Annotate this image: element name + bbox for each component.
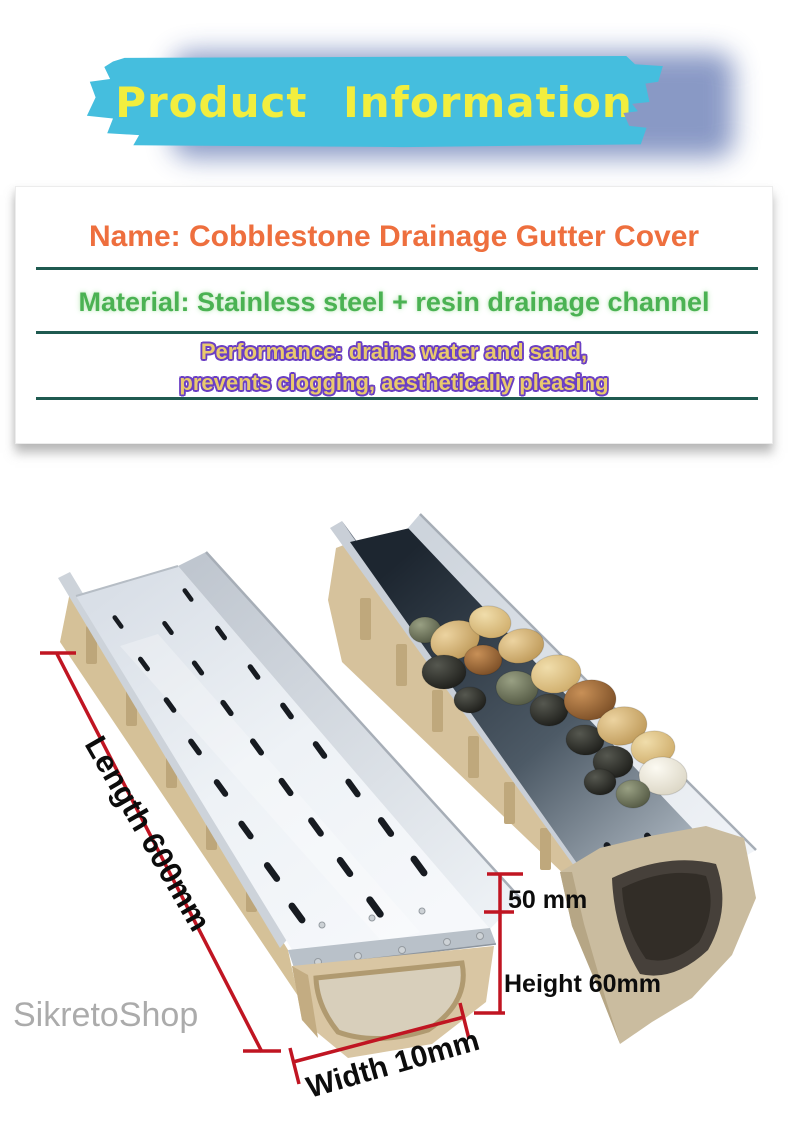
product-material-text: Material: Stainless steel + resin draina… [78, 287, 710, 317]
banner-title: Product Information [115, 77, 633, 127]
height-dimension-line [474, 872, 523, 1015]
dimension-lines [40, 651, 523, 1085]
divider [36, 397, 758, 400]
left-drainage-channel [58, 551, 521, 1058]
length-dimension-line [40, 651, 281, 1053]
divider [36, 267, 758, 270]
product-name-text: Name: Cobblestone Drainage Gutter Cover [88, 220, 700, 253]
shop-watermark: SikretoShop [13, 996, 199, 1034]
product-performance-text-line1: Performance: drains water and sand, [200, 339, 588, 364]
width-dimension-line [288, 1002, 471, 1085]
product-performance-text-line2: prevents clogging, aesthetically pleasin… [179, 370, 609, 395]
product-photo: Length 600mm 50 mm Height 60mm Width 10m… [40, 513, 757, 1105]
cover-height-label: 50 mm [508, 886, 587, 914]
product-information-banner: Product Information [86, 56, 663, 148]
product-info-card: Name: Cobblestone Drainage Gutter Cover … [15, 186, 773, 444]
height-label: Height 60mm [504, 970, 661, 998]
cobblestones [408, 605, 688, 809]
right-drainage-channel [328, 513, 757, 1044]
divider [36, 331, 758, 334]
